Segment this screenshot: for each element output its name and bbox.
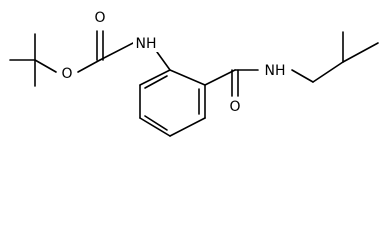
bond-nh-ring (156, 51, 171, 71)
atom-nh-amide: NH (265, 63, 286, 79)
isobutyl-group (291, 31, 379, 83)
bond-nh-ch2 (291, 69, 314, 83)
atom-nh-carbamate: NH (136, 36, 157, 52)
ring-inner-bond-c (144, 75, 168, 89)
amide-group (204, 69, 259, 97)
benzene-ring (139, 69, 206, 137)
ring-bond-4 (139, 117, 171, 137)
ring-bond-6 (139, 69, 171, 86)
tert-butyl-group (9, 33, 57, 87)
ring-bond-3 (169, 117, 206, 137)
atom-o-carbonyl-top: O (94, 10, 105, 26)
bond-ch-ch3-right (342, 42, 379, 63)
ring-bond-1 (169, 69, 206, 86)
carbamate-group (77, 30, 171, 73)
atom-labels: O O NH NH O (58, 8, 290, 116)
bond-tbu-c-o (34, 59, 57, 73)
atom-o-amide: O (229, 99, 240, 115)
bond-c-nh (99, 41, 136, 61)
bond-o-ester-c (77, 59, 101, 73)
atom-o-ester: O (61, 66, 72, 82)
molecule-diagram: O O NH NH O (9, 8, 379, 137)
bond-ch2-ch (312, 61, 344, 83)
ring-inner-bond-b (144, 115, 168, 131)
bond-ring-c-amide (204, 69, 236, 86)
